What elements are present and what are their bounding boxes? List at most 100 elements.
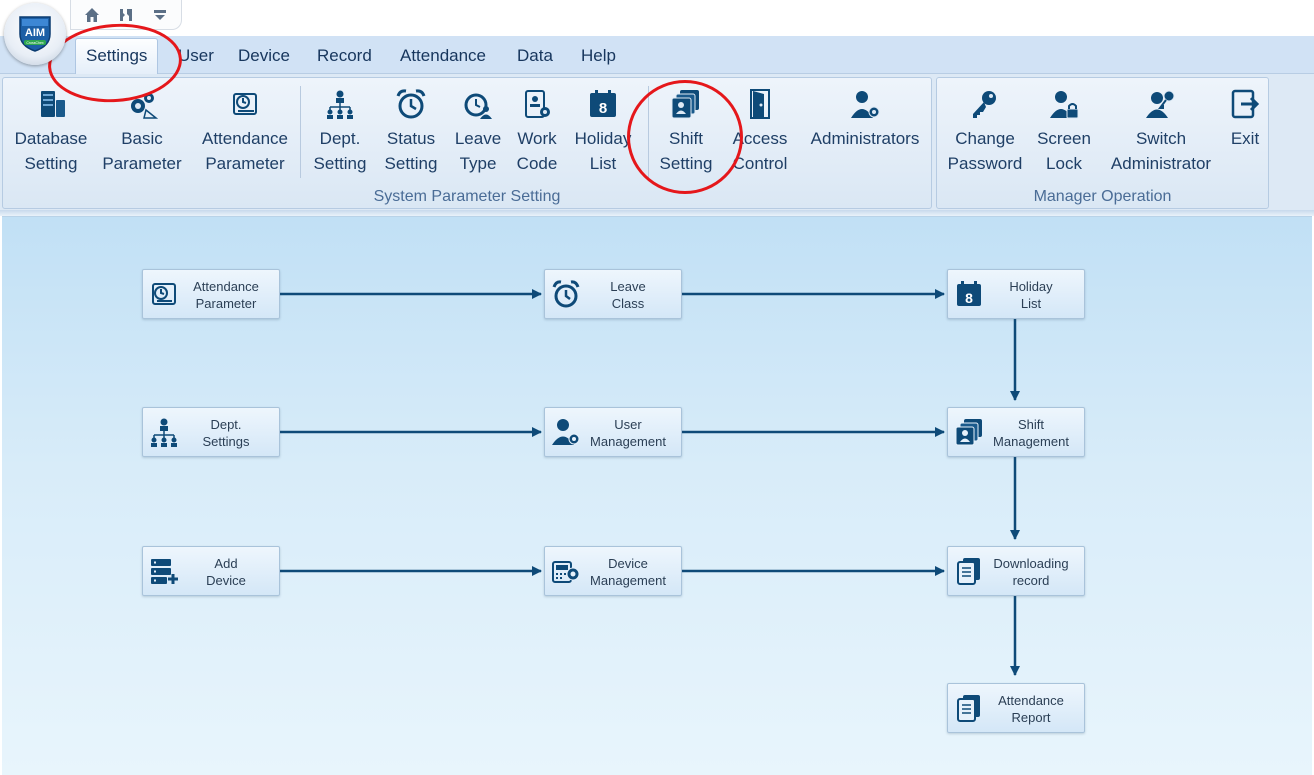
leave-type-button[interactable]: Leave Type xyxy=(449,88,507,176)
node-label-line1: Attendance xyxy=(998,693,1064,708)
node-dept-settings[interactable]: Dept.Settings xyxy=(142,407,280,457)
work-code-label-line1: Work xyxy=(517,129,557,148)
alarm-person-icon xyxy=(464,93,492,119)
manager-operation-group-label: Manager Operation xyxy=(1033,188,1172,205)
tab-help[interactable]: Help xyxy=(581,46,616,65)
logo-subtext: CrossChex xyxy=(26,41,44,45)
exit-icon xyxy=(1231,89,1260,119)
holiday-list-button[interactable]: 8 Holiday List xyxy=(569,88,637,176)
clock-document-icon xyxy=(233,93,257,115)
manager-operation-group: Change Password Screen Lock Switch xyxy=(936,77,1269,209)
admin-gear-icon xyxy=(851,91,880,118)
leave-type-label-line2: Type xyxy=(459,154,497,173)
org-chart-icon xyxy=(327,90,353,119)
node-label-line1: Attendance xyxy=(193,279,259,294)
node-label-line2: Device xyxy=(206,573,246,588)
switch-administrator-label-line2: Administrator xyxy=(1110,154,1212,173)
change-password-label-line1: Change xyxy=(955,129,1015,148)
shift-cards-icon xyxy=(671,90,699,119)
key-icon xyxy=(973,91,996,118)
logo-text: AIM xyxy=(25,27,45,39)
tab-settings[interactable]: Settings xyxy=(75,38,159,75)
quick-access-toolbar xyxy=(70,0,182,30)
database-icon xyxy=(41,91,65,117)
administrators-button[interactable]: Administrators xyxy=(803,88,927,151)
switch-administrator-button[interactable]: Switch Administrator xyxy=(1103,88,1219,176)
access-control-button[interactable]: Access Control xyxy=(727,88,793,176)
shift-cards-icon xyxy=(955,419,982,446)
node-label-line1: Dept. xyxy=(210,417,242,432)
documents-icon xyxy=(957,558,980,585)
alarm-clock-icon xyxy=(396,89,426,119)
gears-icon xyxy=(131,93,158,119)
database-setting-label-line2: Setting xyxy=(24,154,78,173)
tab-data[interactable]: Data xyxy=(517,46,553,65)
badge-gear-icon xyxy=(525,90,550,118)
tab-record[interactable]: Record xyxy=(317,46,372,65)
basic-parameter-label-line1: Basic xyxy=(121,129,163,148)
leave-type-label-line1: Leave xyxy=(454,129,502,148)
change-password-button[interactable]: Change Password xyxy=(945,88,1025,176)
home-icon[interactable] xyxy=(81,4,103,26)
tab-attendance[interactable]: Attendance xyxy=(400,46,487,65)
ribbon-divider xyxy=(0,210,1314,216)
ribbon-separator xyxy=(648,86,649,178)
node-label-line2: Management xyxy=(590,573,666,588)
node-label-line1: Leave xyxy=(610,279,646,294)
node-label-line1: Holiday xyxy=(1009,279,1053,294)
tab-user[interactable]: User xyxy=(178,46,214,65)
server-add-icon xyxy=(151,559,178,584)
node-label-line1: Add xyxy=(214,556,238,571)
system-parameter-group: Database Setting Basic Parameter xyxy=(2,77,932,209)
administrators-label: Administrators xyxy=(810,129,920,148)
node-label-line2: Parameter xyxy=(195,296,257,311)
change-password-label-line2: Password xyxy=(947,154,1023,173)
app-logo-button[interactable]: AIM CrossChex xyxy=(4,3,66,65)
screen-lock-button[interactable]: Screen Lock xyxy=(1033,88,1095,176)
node-label-line2: Class xyxy=(611,296,645,311)
system-parameter-group-label: System Parameter Setting xyxy=(373,188,561,205)
ribbon: Database Setting Basic Parameter xyxy=(0,74,1314,211)
alarm-clock-icon xyxy=(552,280,580,308)
basic-parameter-label-line2: Parameter xyxy=(102,154,182,173)
dept-setting-label-line1: Dept. xyxy=(319,129,361,148)
work-code-button[interactable]: Work Code xyxy=(509,88,565,176)
node-label-line1: Shift xyxy=(1017,417,1044,432)
basic-parameter-button[interactable]: Basic Parameter xyxy=(101,88,183,176)
access-control-label-line2: Control xyxy=(732,154,788,173)
node-label-line2: Report xyxy=(1011,710,1051,725)
node-label-line1: User xyxy=(614,417,642,432)
node-label-line2: List xyxy=(1020,296,1042,311)
org-chart-icon xyxy=(151,418,177,447)
exit-button[interactable]: Exit xyxy=(1223,88,1267,151)
attendance-parameter-label-line1: Attendance xyxy=(201,129,288,148)
user-key-icon xyxy=(1146,90,1175,118)
user-gear-icon xyxy=(552,419,580,445)
database-setting-label-line1: Database xyxy=(14,129,88,148)
calendar-icon: 8 xyxy=(590,90,616,117)
node-label-line2: Management xyxy=(590,434,666,449)
menu-bar: Settings User Device Record Attendance D… xyxy=(0,36,1314,75)
tools-icon[interactable] xyxy=(115,4,137,26)
ribbon-separator xyxy=(300,86,301,178)
database-setting-button[interactable]: Database Setting xyxy=(11,88,91,176)
tab-device[interactable]: Device xyxy=(238,46,290,65)
shield-logo-icon: AIM CrossChex xyxy=(19,16,51,52)
node-label-line2: record xyxy=(1012,573,1050,588)
dept-setting-button[interactable]: Dept. Setting xyxy=(307,88,373,176)
attendance-parameter-button[interactable]: Attendance Parameter xyxy=(195,88,295,176)
dropdown-icon[interactable] xyxy=(149,4,171,26)
shift-setting-button[interactable]: Shift Setting xyxy=(653,88,719,176)
status-setting-button[interactable]: Status Setting xyxy=(379,88,443,176)
svg-text:8: 8 xyxy=(599,100,607,117)
